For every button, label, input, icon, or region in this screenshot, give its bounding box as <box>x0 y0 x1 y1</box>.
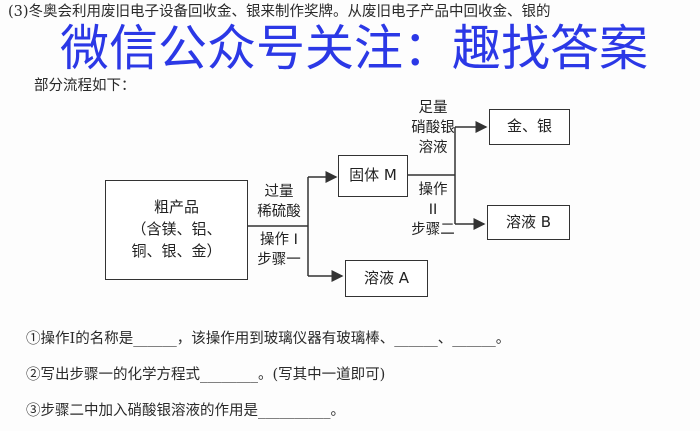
operation-1-line: 步骤一 <box>257 252 301 268</box>
reagent-1-label: 过量稀硫酸 <box>252 182 306 222</box>
operation-1-line: 操作 I <box>260 232 298 248</box>
crude-contents-1: （含镁、铝、 <box>131 220 222 239</box>
solution-b-box: 溶液 B <box>487 205 570 240</box>
crude-title: 粗产品 <box>153 198 199 217</box>
reagent-1-line: 过量 <box>264 184 294 200</box>
crude-product-box: 粗产品 （含镁、铝、铜、银、金） <box>105 180 248 280</box>
solid-m-box: 固体 M <box>338 155 408 197</box>
operation-2-line: 步骤二 <box>411 222 455 238</box>
question-1: ①操作I的名称是______，该操作用到玻璃仪器有玻璃棒、______、____… <box>26 331 511 347</box>
watermark: 微信公众号关注：趣找答案 <box>60 20 649 77</box>
reagent-2-line: 足量 <box>418 100 448 116</box>
question-3: ③步骤二中加入硝酸银溶液的作用是__________。 <box>26 403 345 419</box>
operation-2-line: II <box>428 202 438 218</box>
intro-line-2: 部分流程如下： <box>34 78 136 94</box>
reagent-2-label: 足量硝酸银溶液 <box>408 98 458 158</box>
reagent-2-line: 溶液 <box>418 140 448 156</box>
operation-2-label: 操作 II 步骤二 <box>408 180 458 240</box>
gold-silver-box: 金、银 <box>489 109 570 145</box>
reagent-1-line: 稀硫酸 <box>257 204 301 220</box>
reagent-2-line: 硝酸银 <box>411 120 455 136</box>
crude-contents-2: 铜、银、金） <box>131 241 222 260</box>
solution-a-box: 溶液 A <box>345 260 428 297</box>
question-2: ②写出步骤一的化学方程式________。(写其中一道即可) <box>26 367 386 383</box>
intro-line-1: (3)冬奥会利用废旧电子设备回收金、银来制作奖牌。从废旧电子产品中回收金、银的 <box>8 4 551 20</box>
operation-2-line: 操作 <box>418 182 448 198</box>
operation-1-label: 操作 I 步骤一 <box>252 230 306 270</box>
